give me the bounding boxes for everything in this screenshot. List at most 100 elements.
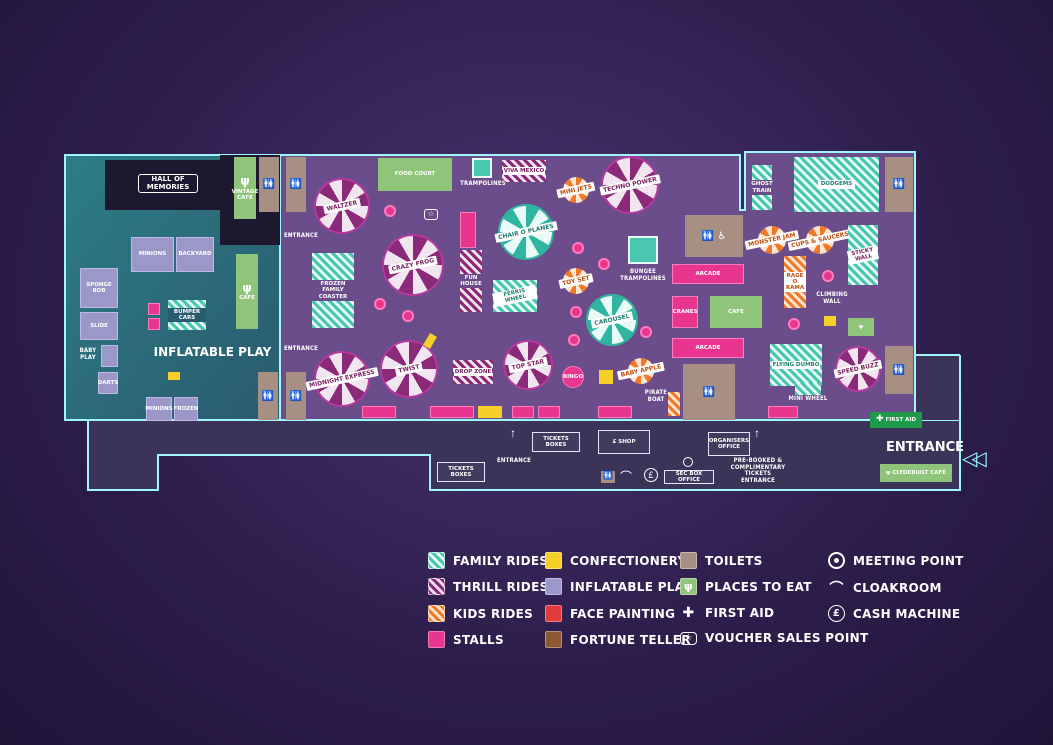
tickets-boxes-left[interactable]: TICKETS BOXES (437, 462, 485, 482)
frozen-family-coaster[interactable]: FROZEN FAMILY COASTER (312, 253, 354, 328)
pirate-boat[interactable] (668, 392, 680, 416)
stall-dot[interactable] (640, 326, 652, 338)
stall-row[interactable] (768, 406, 798, 418)
legend-confectionery: CONFECTIONERY (545, 552, 687, 569)
stall-dot[interactable] (402, 310, 414, 322)
legend-stalls: STALLS (428, 631, 504, 648)
inflatable-play-title: INFLATABLE PLAY (153, 345, 272, 359)
voucher-star-icon[interactable]: ☆ (424, 209, 438, 220)
viva-mexico[interactable]: VIVA MEXICO (502, 160, 546, 182)
minions-top-area[interactable]: MINIONS (131, 237, 174, 272)
arrow-up-icon: ↑ (510, 426, 516, 440)
trampolines[interactable] (472, 158, 492, 178)
kids-rides-swatch (428, 605, 445, 622)
toilets-lower-right[interactable]: 🚻 (885, 346, 913, 394)
mini-wheel[interactable] (795, 383, 821, 395)
first-aid-icon: ✚ (682, 605, 695, 621)
dodgems[interactable]: DODGEMS (794, 157, 879, 212)
ferris-wheel[interactable]: FERRIS WHEEL (492, 280, 538, 312)
stall-dot[interactable] (384, 205, 396, 217)
toilets-top-mid[interactable]: 🚻 (286, 157, 306, 212)
toilets-center[interactable]: 🚻 ♿ (685, 215, 743, 257)
arrow-up-icon: ↑ (754, 426, 760, 440)
clydebuilt-cafe[interactable]: ψ CLYDEBUILT CAFE (880, 464, 952, 482)
stall-dot[interactable] (570, 306, 582, 318)
stall-dot[interactable] (572, 242, 584, 254)
places-to-eat-swatch: ψ (680, 578, 697, 595)
arcade-top[interactable]: ARCADE (672, 264, 744, 284)
stall-dot[interactable] (822, 270, 834, 282)
confectionery-item[interactable] (824, 316, 836, 326)
eat-small-right[interactable]: ψ (848, 318, 874, 336)
legend-inflatable-play: INFLATABLE PLAY (545, 578, 692, 595)
meeting-point-icon (683, 457, 693, 467)
toilets-bottom-left-1[interactable]: 🚻 (258, 372, 278, 420)
drop-zone[interactable]: DROP ZONE (453, 360, 493, 384)
minions-bottom-area[interactable]: MINIONS (145, 397, 173, 421)
confectionery-item[interactable] (599, 370, 613, 384)
bungee-trampolines-label: BUNGEE TRAMPOLINES (620, 268, 666, 282)
legend-cash-machine: £CASH MACHINE (828, 605, 960, 622)
cafe-right[interactable]: CAFE (710, 296, 762, 328)
fork-knife-icon: ψ (885, 469, 891, 476)
entrance-arrows-icon: ◁◁ (962, 448, 987, 470)
cranes[interactable]: CRANES (672, 296, 698, 328)
shop[interactable]: £ SHOP (598, 430, 650, 454)
toilets-bottom-left-2[interactable]: 🚻 (286, 372, 306, 420)
stall-dot[interactable] (374, 298, 386, 310)
darts-area[interactable]: DARTS (98, 372, 118, 394)
stalls-swatch (428, 631, 445, 648)
confectionery-row[interactable] (478, 406, 502, 418)
stall-row[interactable] (362, 406, 396, 418)
bingo[interactable]: BINGO (562, 366, 584, 388)
bungee-trampolines[interactable] (628, 236, 658, 264)
sponge-bob-area[interactable]: SPONGE BOB (80, 268, 118, 308)
legend-family-rides: FAMILY RIDES (428, 552, 548, 569)
legend-thrill-rides: THRILL RIDES (428, 578, 549, 595)
meeting-point-icon (828, 552, 845, 569)
first-aid[interactable]: ✚ FIRST AID (870, 412, 922, 428)
tickets-boxes-mid[interactable]: TICKETS BOXES (532, 432, 580, 452)
rage-o-rama[interactable]: RAGE O RAMA (784, 256, 806, 308)
stall-row[interactable] (512, 406, 534, 418)
toilets-swatch (680, 552, 697, 569)
legend-face-painting: FACE PAINTING (545, 605, 675, 622)
sec-box-office[interactable]: SEC BOX OFFICE (664, 470, 714, 484)
stall-dot[interactable] (598, 258, 610, 270)
frozen-area[interactable]: FROZEN (173, 397, 199, 421)
arcade-bottom[interactable]: ARCADE (672, 338, 744, 358)
stall-dot[interactable] (788, 318, 800, 330)
pirate-boat-label: PIRATE BOAT (644, 389, 668, 403)
stall-row[interactable] (430, 406, 474, 418)
pound-icon: £ (828, 605, 845, 622)
stall-inflatable-2[interactable] (148, 318, 160, 330)
food-court[interactable]: FOOD COURT (378, 158, 452, 191)
confectionery-swatch (545, 552, 562, 569)
ghost-train[interactable]: GHOST TRAIN (750, 165, 774, 210)
legend-fortune-teller: FORTUNE TELLER (545, 631, 691, 648)
fun-house[interactable]: FUN HOUSE (459, 250, 483, 312)
stall-row[interactable] (538, 406, 560, 418)
hanger-icon: ⌒ (829, 581, 844, 597)
toilets-lower-center[interactable]: 🚻 (683, 364, 735, 420)
stall-inflatable-1[interactable] (148, 303, 160, 315)
toilets-top-right[interactable]: 🚻 (885, 157, 913, 212)
stall-vertical[interactable] (460, 212, 476, 248)
confectionery-inflatable[interactable] (168, 372, 180, 380)
sticky-wall[interactable]: STICKY WALL (846, 225, 880, 285)
fork-knife-icon: ψ (242, 280, 252, 295)
stall-dot[interactable] (568, 334, 580, 346)
inflatable-play-swatch (545, 578, 562, 595)
stall-row[interactable] (598, 406, 632, 418)
bumper-cars-ride[interactable]: BUMPER CARS (168, 300, 206, 330)
slide-area[interactable]: SLIDE (80, 312, 118, 340)
toilets-top-left[interactable]: 🚻 (259, 157, 279, 212)
mini-wheel-label: MINI WHEEL (788, 395, 828, 402)
organisers-office[interactable]: ORGANISERS OFFICE (708, 432, 750, 456)
legend-meeting-point: MEETING POINT (828, 552, 964, 569)
backyard-area[interactable]: BACKYARD (176, 237, 214, 272)
baby-play-area[interactable] (101, 345, 118, 367)
flying-dumbo[interactable]: FLYING DUMBO (770, 344, 822, 386)
